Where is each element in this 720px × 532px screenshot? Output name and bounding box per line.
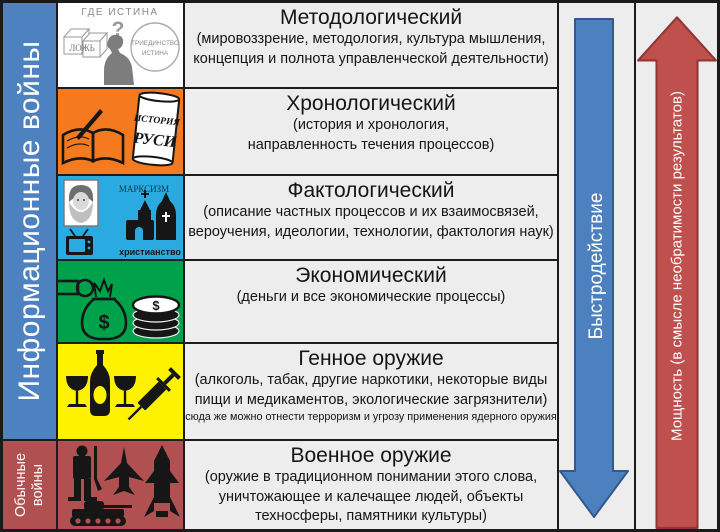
thinker-silhouette-icon (104, 34, 134, 85)
row-note: сюда же можно отнести терроризм и угрозу… (185, 411, 557, 423)
icon-cell-chronological: ИСТОРИЯ РУСИ (58, 89, 185, 176)
triunity-line2: ИСТИНА (142, 50, 169, 57)
pen-icon (76, 109, 103, 140)
row-title: Хронологический (286, 92, 456, 115)
open-book-icon (61, 128, 125, 166)
coin-dollar-sign: $ (152, 298, 160, 313)
text-cell-genetic: Генное оружие (алкоголь, табак, другие н… (185, 344, 559, 441)
tv-icon (66, 228, 93, 255)
soldier-icon (68, 445, 102, 501)
ideologies-icon: МАРКСИЗМ (63, 179, 181, 257)
speed-arrow-label: Быстродействие (585, 192, 607, 340)
icon-cell-economic: $ $ (58, 261, 185, 344)
triunity-line1: ТРИЕДИНСТВО (131, 40, 179, 47)
icon-cell-genetic (58, 344, 185, 441)
text-cell-military: Военное оружие (оружие в традиционном по… (185, 441, 559, 529)
text-cell-factological: Фактологический (описание частных процес… (185, 176, 559, 261)
truth-circle-icon (130, 22, 180, 72)
christianity-label: христианство (119, 247, 181, 257)
row-title: Военное оружие (290, 444, 452, 467)
text-cell-methodological: Методологический (мировоззрение, методол… (185, 3, 559, 89)
text-cell-economic: Экономический (деньги и все экономически… (185, 261, 559, 344)
text-cell-chronological: Хронологический (история и хронология, н… (185, 89, 559, 176)
monk-icon (156, 192, 176, 240)
icon-cell-military (58, 441, 185, 529)
coin-stack-icon: $ (131, 295, 181, 339)
information-wars-label: Информационные войны (12, 40, 46, 402)
history-book-scroll-icon: ИСТОРИЯ РУСИ (61, 91, 181, 167)
marx-portrait-icon (63, 179, 99, 227)
row-title: Методологический (279, 6, 463, 29)
lie-cubes-icon (62, 27, 109, 59)
wine-glass-icon (114, 376, 136, 407)
bag-dollar-sign: $ (98, 312, 109, 334)
up-arrow-icon (637, 16, 717, 529)
row-desc: (деньги и все экономические процессы) (236, 289, 506, 305)
money-bag-icon (58, 277, 128, 341)
row-desc: (оружие в традиционном понимании этого с… (204, 469, 538, 524)
bottle-icon (90, 350, 110, 416)
icon-cell-factological: МАРКСИЗМ (58, 176, 185, 261)
scroll-title-line1: ИСТОРИЯ (132, 114, 180, 129)
down-arrow-icon (559, 18, 629, 518)
speed-arrow-column: Быстродействие (559, 3, 636, 529)
lie-label: ЛОЖЬ (69, 43, 95, 53)
weapons-icon (68, 445, 180, 526)
worldview-truth-icon: ГДЕ ИСТИНА ? ЛОЖЬ ТРИЕДИНСТ (62, 7, 180, 85)
money-icon: $ $ (58, 277, 181, 341)
row-desc: (мировоззрение, методология, культура мы… (193, 31, 549, 67)
conventional-wars-label: Обычные войны (12, 452, 46, 518)
marxism-label: МАРКСИЗМ (119, 184, 169, 194)
information-wars-bar: Информационные войны (3, 3, 56, 441)
missile-icon (144, 445, 180, 517)
priority-rows: ГДЕ ИСТИНА ? ЛОЖЬ ТРИЕДИНСТ (58, 3, 559, 529)
row-title: Генное оружие (298, 347, 444, 370)
history-scroll-icon: ИСТОРИЯ РУСИ (132, 91, 181, 167)
syringe-icon (127, 367, 181, 421)
row-desc: (алкоголь, табак, другие наркотики, неко… (194, 372, 548, 408)
row-desc: (история и хронология, направленность те… (247, 117, 495, 153)
row-title: Фактологический (287, 179, 455, 202)
row-desc: (описание частных процессов и их взаимос… (188, 204, 554, 240)
scroll-title-line2: РУСИ (132, 130, 178, 152)
jet-icon (104, 447, 144, 495)
war-type-bar: Информационные войны Обычные войны (3, 3, 58, 529)
row-title: Экономический (295, 264, 447, 287)
conventional-wars-bar: Обычные войны (3, 441, 56, 529)
church-icon (126, 190, 154, 240)
substances-icon (66, 350, 181, 421)
tank-icon (70, 501, 132, 526)
where-truth-text: ГДЕ ИСТИНА (81, 7, 158, 18)
wine-glass-icon (66, 376, 88, 407)
icon-cell-methodological: ГДЕ ИСТИНА ? ЛОЖЬ ТРИЕДИНСТ (58, 3, 185, 89)
power-arrow-column: Мощность (в смысле необратимости результ… (636, 3, 717, 529)
power-arrow-label: Мощность (в смысле необратимости результ… (668, 91, 685, 441)
